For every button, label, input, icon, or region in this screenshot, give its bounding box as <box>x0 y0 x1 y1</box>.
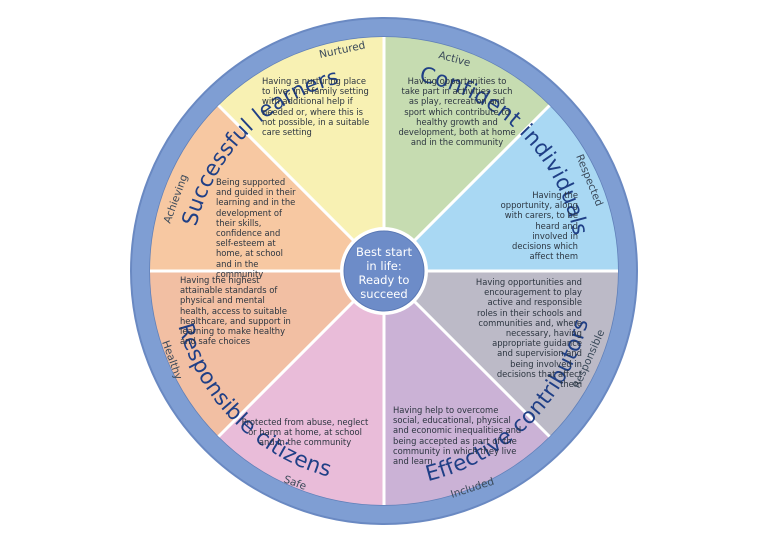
hub-line-1: Best start <box>356 245 412 259</box>
segment-included <box>218 271 384 506</box>
segment-responsible <box>384 271 550 506</box>
hub-line-4: succeed <box>360 287 407 301</box>
segment-desc-achieving: Being supported and guided in their lear… <box>216 177 296 279</box>
hub-line-2: in life: <box>366 259 402 273</box>
segment-healthy <box>150 105 384 271</box>
segment-achieving <box>218 37 384 271</box>
segment-desc-healthy: Having the highest attainable standards … <box>180 275 291 347</box>
segment-desc-active: Having opportunities to take part in act… <box>398 76 516 148</box>
hub <box>343 230 425 312</box>
segments-group <box>149 36 619 506</box>
segment-nurtured <box>384 36 550 272</box>
segment-desc-safe: Protected from abuse, neglect or harm at… <box>241 417 369 448</box>
segment-desc-nurtured: Having a nurturing place to live, in a f… <box>262 76 370 138</box>
segment-desc-respected: Having the opportunity, along with carer… <box>500 190 578 262</box>
segment-respected <box>384 271 619 437</box>
segment-desc-included: Having help to overcome social, educatio… <box>393 405 522 467</box>
segment-safe <box>149 271 384 437</box>
segment-desc-responsible: Having opportunities and encouragement t… <box>475 277 582 390</box>
hub-line-3: Ready to <box>359 273 410 287</box>
segment-active <box>384 105 618 271</box>
